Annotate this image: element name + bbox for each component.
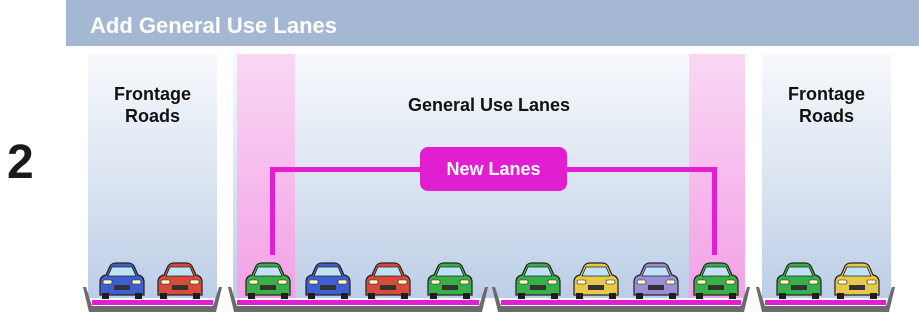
car-icon	[834, 262, 880, 299]
car-icon	[776, 262, 822, 299]
car-icon	[99, 262, 145, 299]
car-icon	[157, 262, 203, 299]
right-frontage-label: Frontage Roads	[762, 83, 891, 127]
car-icon	[305, 262, 351, 299]
lane-stripe	[92, 300, 213, 305]
lane-stripe	[765, 300, 886, 305]
car-icon	[515, 262, 561, 299]
left-frontage-label: Frontage Roads	[88, 83, 217, 127]
new-lane-right-highlight	[689, 54, 745, 298]
step-number: 2	[7, 136, 34, 189]
new-lane-left-highlight	[237, 54, 295, 298]
right-frontage-label-line1: Frontage	[787, 84, 865, 104]
general-use-roadway-left	[228, 287, 488, 312]
new-lanes-bracket-left	[270, 167, 275, 255]
page-title: Add General Use Lanes	[90, 13, 337, 38]
lane-stripe	[237, 300, 479, 305]
right-frontage-roadway	[756, 287, 895, 312]
general-use-label: General Use Lanes	[407, 95, 571, 115]
car-icon	[427, 262, 473, 299]
general-use-roadway-right	[492, 287, 750, 312]
car-icon	[573, 262, 619, 299]
car-icon	[245, 262, 291, 299]
lane-stripe	[501, 300, 741, 305]
right-frontage-label-line2: Roads	[798, 106, 854, 126]
left-frontage-label-line1: Frontage	[113, 84, 191, 104]
header-bar	[66, 0, 919, 46]
left-frontage-label-line2: Roads	[124, 106, 180, 126]
left-frontage-panel	[88, 54, 217, 298]
new-lanes-label: New Lanes	[420, 147, 567, 191]
car-icon	[693, 262, 739, 299]
new-lanes-bracket-right	[712, 167, 717, 255]
car-icon	[633, 262, 679, 299]
right-frontage-panel	[762, 54, 891, 298]
car-icon	[365, 262, 411, 299]
left-frontage-roadway	[83, 287, 222, 312]
